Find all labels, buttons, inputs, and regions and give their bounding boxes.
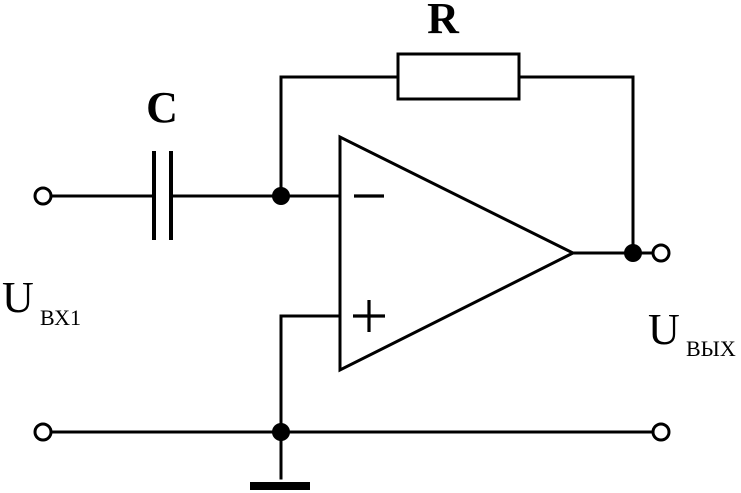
ground-symbol: [250, 482, 310, 490]
op-amp-triangle: [338, 134, 577, 373]
input-terminal: [33, 186, 53, 206]
junction-inverting: [272, 187, 290, 205]
ground-terminal-left: [33, 422, 53, 442]
input-voltage-subscript: ВХ1: [40, 305, 81, 330]
resistor-r: [396, 52, 521, 101]
plus-sign: [353, 300, 385, 332]
output-voltage-subscript: ВЫХ: [686, 336, 736, 361]
ground-terminal-right: [651, 422, 671, 442]
capacitor-label: C: [146, 83, 178, 132]
input-voltage-label: U: [2, 273, 34, 322]
junction-output: [624, 244, 642, 262]
output-voltage-label: U: [648, 305, 680, 354]
junction-ground: [272, 423, 290, 441]
output-terminal: [651, 243, 671, 263]
noninverting-input-wire: [279, 314, 340, 480]
capacitor-c: [152, 151, 173, 240]
resistor-label: R: [427, 0, 460, 43]
feedback-path: [279, 75, 635, 255]
